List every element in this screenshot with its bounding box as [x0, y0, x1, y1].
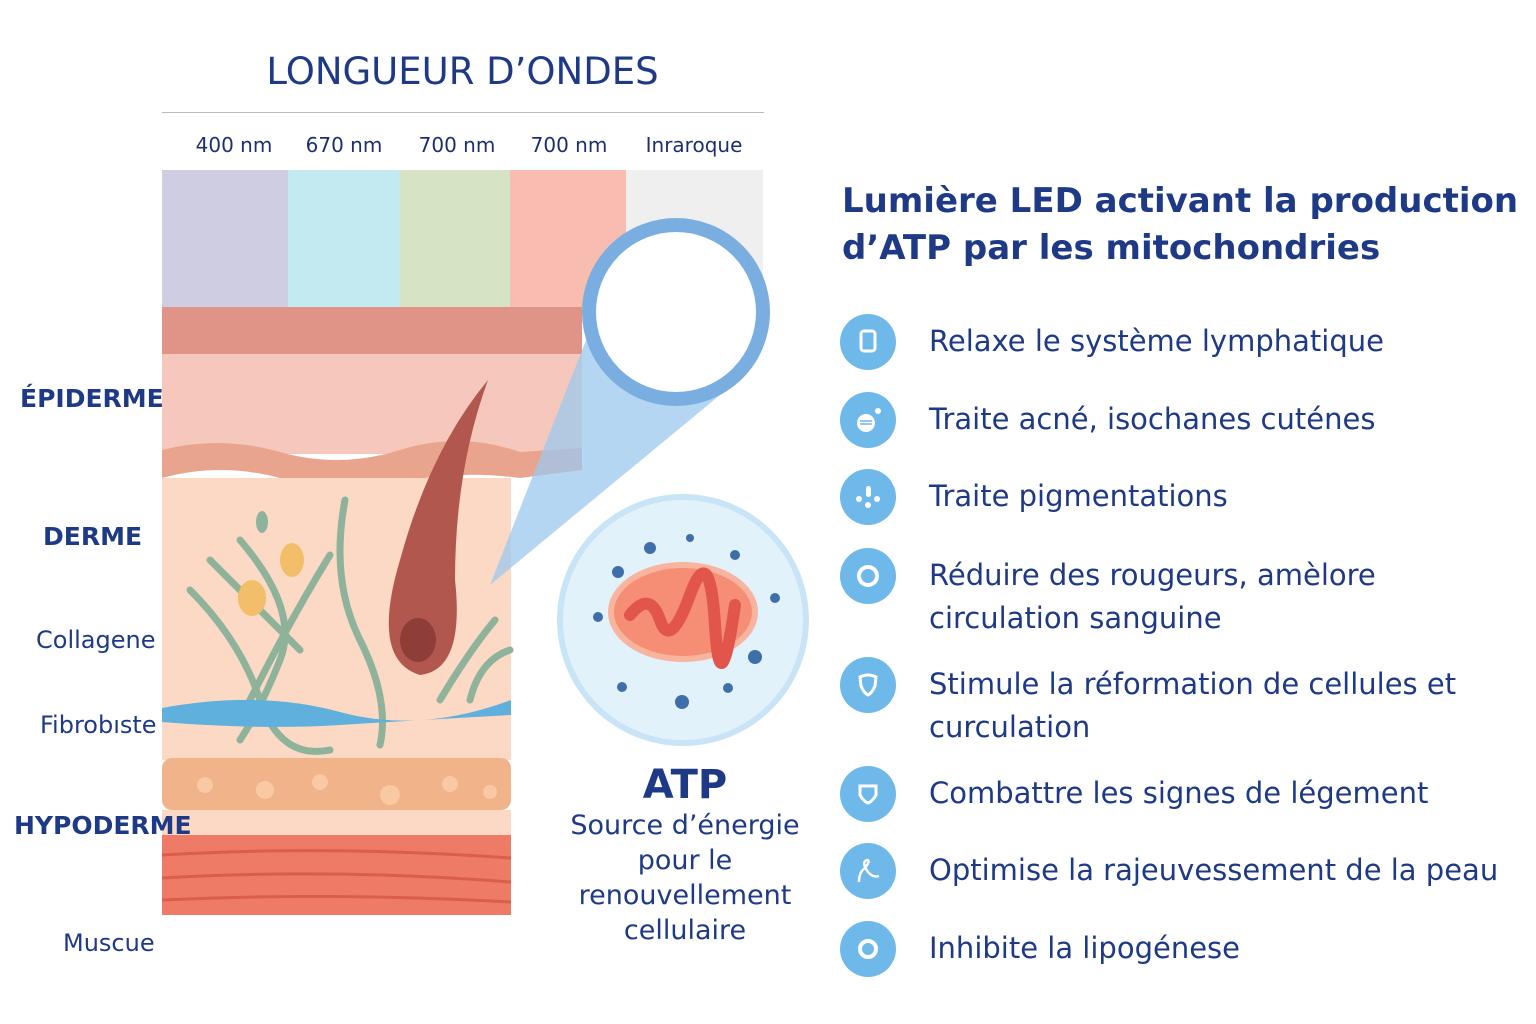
atp-caption: ATP Source d’énergie pour le renouvellem…: [560, 762, 810, 948]
fat-layer: [162, 758, 511, 810]
acne-icon: [840, 392, 896, 448]
benefit-text: Réduire des rougeurs, amèlore circulatio…: [929, 558, 1376, 635]
wavelength-label: 700 nm: [418, 133, 496, 157]
atp-subtitle: Source d’énergie pour le renouvellement …: [570, 810, 800, 946]
wavelength-label: Inraroque: [645, 133, 743, 157]
dots-icon: [840, 469, 896, 525]
fibroblast-cell: [280, 543, 304, 577]
ring-icon: [840, 548, 896, 604]
shield-icon: [840, 766, 896, 822]
benefit-item: Stimule la réformation de cellules et cu…: [840, 657, 1529, 749]
benefit-item: Inhibite la lipogénese: [840, 921, 1529, 977]
stratum-band: [162, 307, 582, 354]
tablet-icon: [840, 314, 896, 370]
benefit-item: Relaxe le système lymphatique: [840, 314, 1529, 370]
blood-vessel: [162, 699, 511, 727]
atp-particles: [593, 534, 780, 709]
benefit-item: Réduire des rougeurs, amèlore circulatio…: [840, 548, 1529, 640]
magnifier-circle: [582, 218, 770, 406]
label-fibroblaste: Fibrobıste: [40, 711, 157, 739]
benefit-item: Combattre les signes de légement: [840, 766, 1529, 822]
ring-icon: [840, 921, 896, 977]
fat-cells: [197, 774, 497, 805]
label-epiderme: ÉPIDERME: [20, 384, 164, 413]
benefit-item: Traite acné, isochanes cuténes: [840, 392, 1529, 448]
band-670: [288, 170, 400, 307]
benefit-text: Traite pigmentations: [929, 479, 1228, 513]
dermal-junction: [162, 440, 582, 488]
wavelength-label: 670 nm: [305, 133, 383, 157]
benefit-text: Optimise la rajeuvessement de la peau: [929, 853, 1499, 887]
atp-title: ATP: [642, 762, 728, 808]
label-collagene: Collagene: [36, 626, 156, 654]
epidermis-layer: [162, 354, 582, 454]
benefits-heading: Lumière LED activant la production d’ATP…: [842, 181, 1519, 268]
benefit-item: Traite pigmentations: [840, 469, 1529, 525]
label-muscle: Muscue: [63, 929, 155, 957]
divider: [162, 112, 764, 113]
band-700a: [400, 170, 510, 307]
hair-bulb: [400, 618, 436, 662]
benefit-text: Traite acné, isochanes cuténes: [929, 402, 1376, 436]
label-hypoderme: HYPODERME: [14, 811, 192, 840]
band-400: [162, 170, 288, 307]
wavelength-label: 700 nm: [530, 133, 608, 157]
benefit-text: Stimule la réformation de cellules et cu…: [929, 667, 1457, 744]
hair-follicle: [388, 380, 488, 675]
label-derme: DERME: [43, 522, 143, 551]
shield-icon: [840, 657, 896, 713]
benefit-text: Combattre les signes de légement: [929, 776, 1429, 810]
fibroblast-cell: [238, 580, 266, 616]
benefit-item: Optimise la rajeuvessement de la peau: [840, 843, 1529, 899]
curve-icon: [840, 843, 896, 899]
wavelength-label: 400 nm: [195, 133, 273, 157]
benefit-text: Relaxe le système lymphatique: [929, 324, 1384, 358]
benefit-text: Inhibite la lipogénese: [929, 931, 1240, 965]
wavelength-title: LONGUEUR D’ONDES: [266, 50, 659, 93]
